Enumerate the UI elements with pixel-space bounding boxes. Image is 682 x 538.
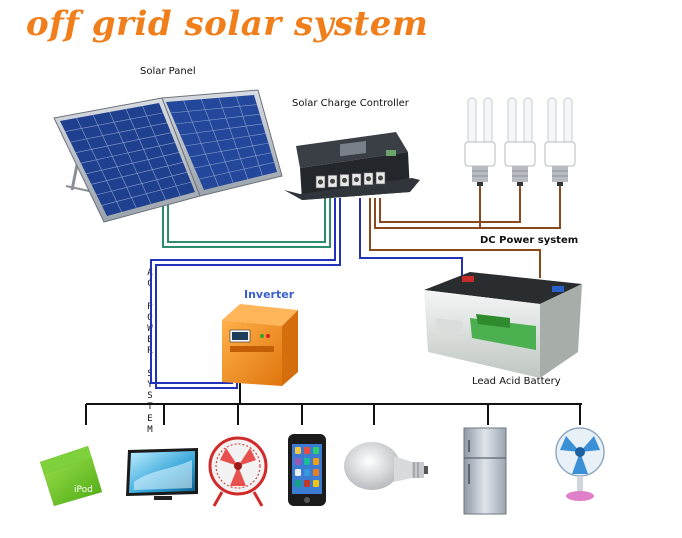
- phone-icon: [288, 434, 326, 506]
- inverter-label: Inverter: [244, 288, 295, 301]
- battery-icon: [424, 272, 582, 378]
- ac-power-label: A C P O W E R S Y S T E M: [147, 268, 153, 435]
- brown-wires: [369, 185, 561, 278]
- led-bulb-icon: [344, 442, 428, 490]
- page-title: off grid solar system: [26, 4, 429, 44]
- cfl-bulb-icon: [504, 97, 536, 186]
- cfl-bulb-icon: [464, 97, 496, 186]
- charge-controller-icon: [284, 132, 420, 200]
- blue-wires: [150, 198, 463, 389]
- ipod-text: iPod: [74, 485, 93, 495]
- ipod-icon: iPod: [40, 446, 102, 506]
- solar-panel-label: Solar Panel: [140, 66, 196, 77]
- charge-controller-label: Solar Charge Controller: [292, 98, 409, 109]
- tv-icon: [126, 448, 198, 500]
- desk-fan-icon: [208, 436, 268, 507]
- dc-power-label: DC Power system: [480, 235, 579, 246]
- ac-bus: [85, 375, 582, 425]
- inverter-icon: [222, 304, 298, 386]
- battery-label: Lead Acid Battery: [472, 376, 561, 387]
- cfl-bulbs: [464, 97, 576, 186]
- solar-panel-icon: [53, 89, 283, 223]
- green-wires: [162, 198, 331, 248]
- cfl-bulb-icon: [544, 97, 576, 186]
- refrigerator-icon: [463, 427, 507, 515]
- stand-fan-icon: [555, 427, 605, 501]
